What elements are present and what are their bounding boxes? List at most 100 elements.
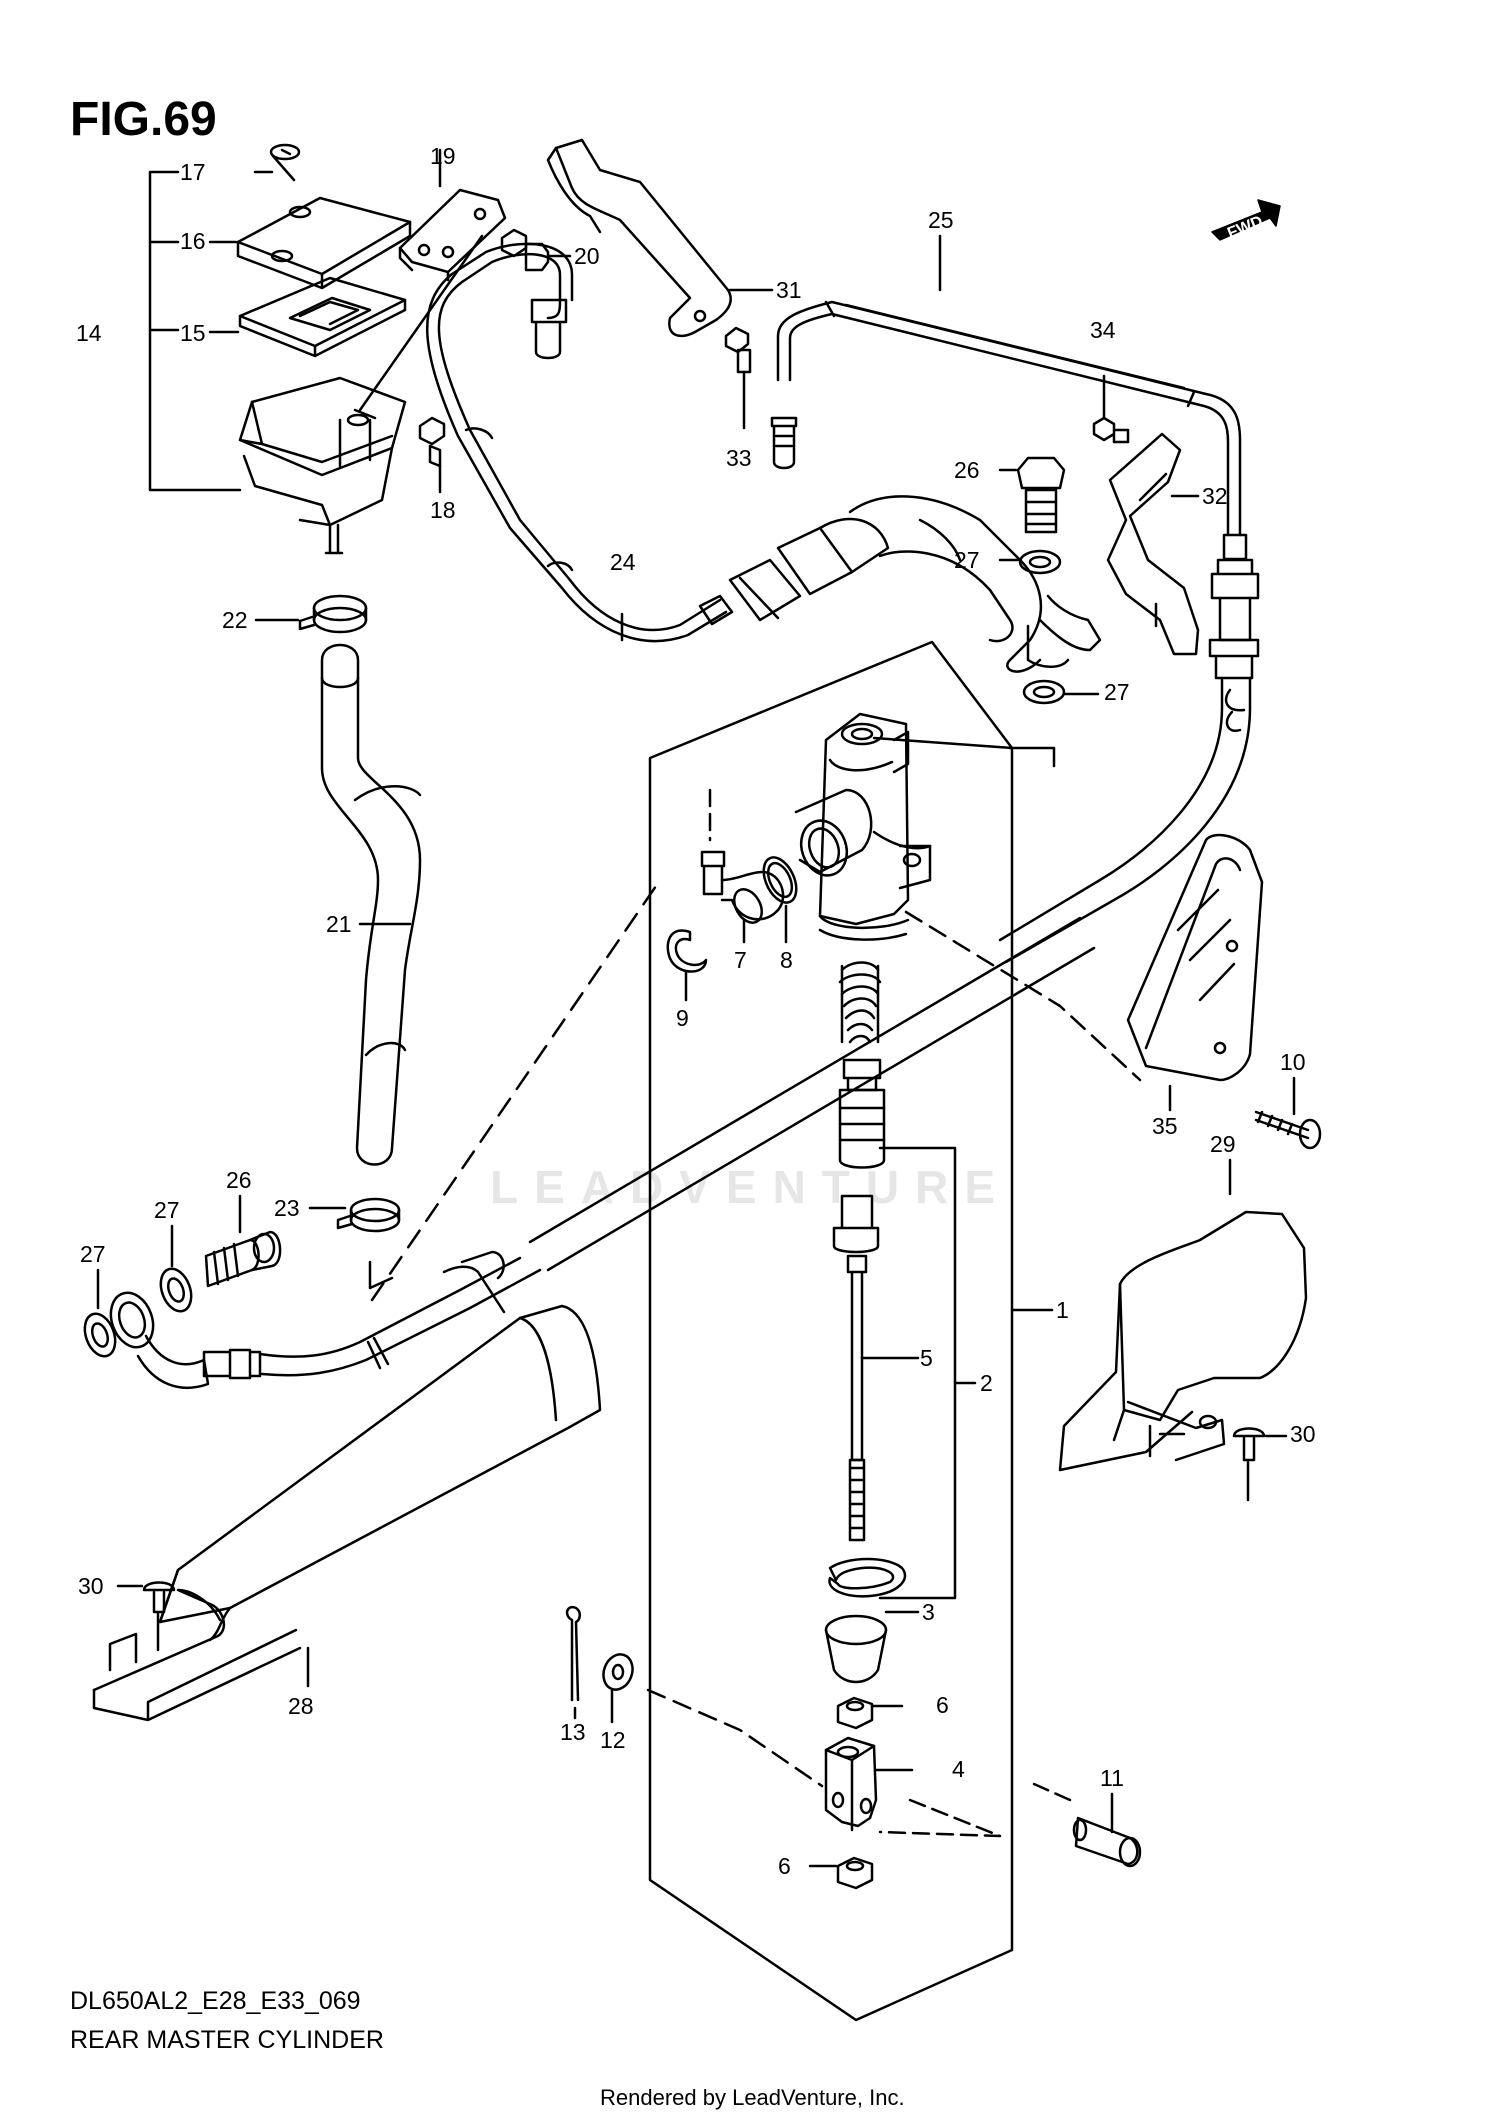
callout-27-a: 27	[954, 547, 980, 573]
callout-24: 24	[610, 549, 636, 575]
part-27-washer-upper-b	[1022, 679, 1100, 705]
callout-22: 22	[222, 607, 248, 633]
part-10-bolt	[1254, 1076, 1322, 1150]
part-rod-line	[370, 884, 1096, 1302]
callout-28: 28	[288, 1693, 314, 1719]
part-3-boot	[824, 1610, 920, 1684]
part-12-washer	[602, 1653, 824, 1788]
callout-35: 35	[1152, 1113, 1178, 1139]
part-27-washer-upper-a	[998, 549, 1062, 575]
part-17-screw	[253, 143, 301, 182]
callout-9: 9	[676, 1005, 689, 1031]
callout-16: 16	[180, 228, 206, 254]
callout-27-d: 27	[80, 1241, 106, 1267]
part-31-bracket	[546, 138, 774, 338]
callout-25: 25	[928, 207, 954, 233]
callout-27-c: 27	[154, 1197, 180, 1223]
callout-4: 4	[952, 1756, 965, 1782]
part-9-circlip	[666, 929, 708, 1002]
callout-7: 7	[734, 947, 747, 973]
part-30-screw-right	[1232, 1427, 1288, 1502]
part-13-cotter-pin	[565, 1605, 581, 1720]
part-34-bolt	[1092, 374, 1130, 444]
callout-31: 31	[776, 277, 802, 303]
callout-15: 15	[180, 320, 206, 346]
callout-26-lower: 26	[226, 1167, 252, 1193]
render-credit: Rendered by LeadVenture, Inc.	[600, 2085, 905, 2110]
fwd-label: FWD	[1225, 213, 1265, 242]
callout-30-right: 30	[1290, 1421, 1316, 1447]
part-5-push-rod	[832, 1194, 920, 1542]
callout-23: 23	[274, 1195, 300, 1221]
part-20-bolt	[500, 228, 572, 272]
part-25-brake-hose	[770, 234, 1242, 537]
part-26-banjo-bolt-lower	[204, 1194, 282, 1288]
callout-14: 14	[76, 320, 102, 346]
part-26-banjo-bolt-upper	[998, 456, 1066, 534]
part-23-clamp	[308, 1197, 401, 1290]
part-8-o-ring	[762, 856, 798, 944]
callout-26: 26	[954, 457, 980, 483]
callout-21: 21	[326, 911, 352, 937]
part-15-diaphragm	[208, 276, 407, 358]
callout-18: 18	[430, 497, 456, 523]
part-32-bracket	[1106, 432, 1200, 656]
part-33-bolt	[724, 326, 752, 430]
callout-29: 29	[1210, 1131, 1236, 1157]
part-1-assembly-frame	[648, 640, 1054, 2022]
part-24-brake-pipe	[426, 242, 728, 643]
callout-34: 34	[1090, 317, 1116, 343]
part-banjo-lower	[109, 1250, 542, 1389]
part-hose-fittings	[998, 533, 1260, 964]
part-piston	[838, 1058, 886, 1169]
part-banjo-union	[698, 495, 1102, 673]
callout-17: 17	[180, 159, 206, 185]
callout-1: 1	[1056, 1297, 1069, 1323]
callout-5: 5	[920, 1345, 933, 1371]
callout-11: 11	[1100, 1765, 1124, 1791]
part-2-circlip	[828, 1557, 907, 1598]
part-6-nut-lower	[808, 1856, 874, 1890]
callout-32: 32	[1202, 483, 1228, 509]
callout-labels: 1 2 3 4 5 6 6 7 8 9 10 11 12 13 14 15 16…	[76, 143, 1316, 1879]
callout-19: 19	[430, 143, 456, 169]
part-35-heel-guard	[1126, 833, 1264, 1112]
part-16-cap	[208, 196, 412, 290]
callout-3: 3	[922, 1599, 935, 1625]
part-6-nut-upper	[836, 1696, 904, 1730]
group-bracket-14	[148, 170, 242, 492]
part-spring	[838, 961, 882, 1044]
callout-20: 20	[574, 243, 600, 269]
part-27-washer-lower-b	[159, 1224, 193, 1313]
callout-13: 13	[560, 1719, 586, 1745]
callout-33: 33	[726, 445, 752, 471]
callout-8: 8	[780, 947, 793, 973]
callout-30-left: 30	[78, 1573, 104, 1599]
part-21-hose	[320, 643, 422, 1166]
part-2-bracket-line	[878, 1146, 977, 1600]
fwd-arrow-icon: FWD	[1211, 199, 1281, 242]
callout-12: 12	[600, 1727, 626, 1753]
part-27-washer-lower-a	[83, 1268, 117, 1358]
callout-10: 10	[1280, 1049, 1306, 1075]
part-28-guard	[92, 1304, 602, 1722]
callout-27-b: 27	[1104, 679, 1130, 705]
callout-2: 2	[980, 1370, 993, 1396]
part-cylinder-body	[794, 712, 1142, 1082]
watermark-text: LEADVENTURE	[490, 1161, 1012, 1213]
part-19-plate	[398, 148, 507, 282]
part-7-fitting	[700, 850, 785, 944]
part-22-clamp	[254, 594, 368, 634]
callout-6-lower: 6	[778, 1853, 791, 1879]
figure-title: FIG.69	[70, 93, 217, 146]
part-30-screw-left	[116, 1581, 176, 1652]
callout-6: 6	[936, 1692, 949, 1718]
part-11-pin	[878, 1782, 1142, 1868]
model-code: DL650AL2_E28_E33_069	[70, 1987, 361, 2015]
part-4-clevis	[824, 1736, 914, 1832]
figure-name: REAR MASTER CYLINDER	[70, 2026, 384, 2054]
part-18-bolt	[418, 416, 446, 494]
part-29-heat-guard	[1058, 1158, 1308, 1472]
part-14-master-cylinder	[238, 234, 484, 555]
